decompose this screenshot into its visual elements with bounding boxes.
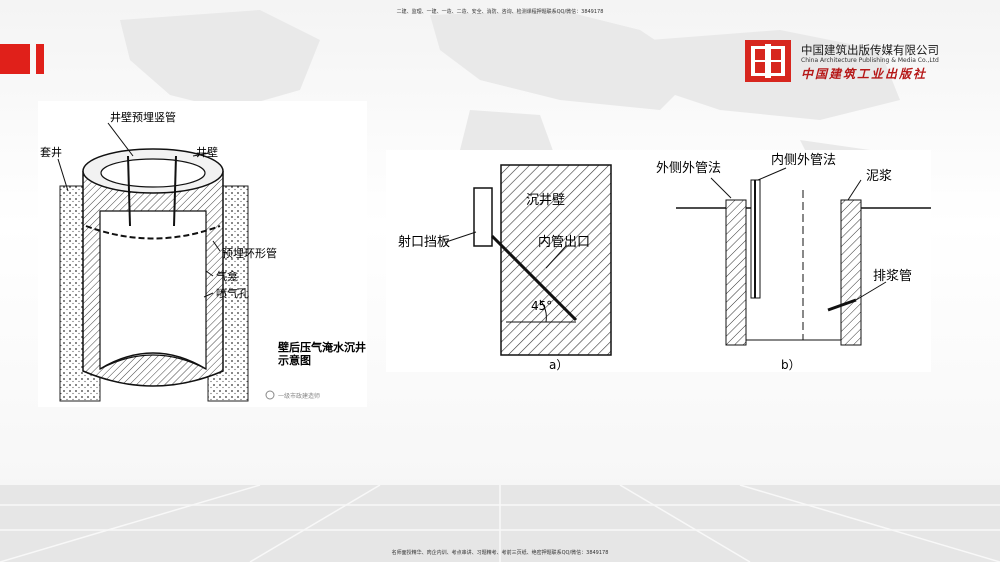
figure-caisson-air-injection: 井壁预埋竖管 套井 井壁 预埋环形管 气龛 喷气孔 壁后压气淹水沉井 示意图 一… xyxy=(38,101,367,407)
caption-line2: 示意图 xyxy=(277,353,311,367)
label-caisson-wall: 沉井壁 xyxy=(526,193,565,208)
floor-decoration xyxy=(0,485,1000,562)
figure-pipe-methods: 沉井壁 射口挡板 内管出口 45° a） 外侧外管法 内侧外管法 泥浆 排浆管 … xyxy=(386,150,931,372)
footer-note: 名师面授精华、肉企内训、考点串讲、习题精考、考前三页纸、绝密押题联系QQ/微信：… xyxy=(391,550,609,556)
label-inner-method: 内侧外管法 xyxy=(771,152,836,168)
watermark-text: 一级市政建造师 xyxy=(278,392,320,400)
label-air-hole: 喷气孔 xyxy=(216,286,249,300)
label-sleeve-well: 套井 xyxy=(40,145,62,159)
accent-bar xyxy=(0,44,30,74)
label-outer-method: 外侧外管法 xyxy=(656,161,721,176)
publisher-emblem-icon xyxy=(745,40,791,82)
label-angle: 45° xyxy=(531,299,552,313)
label-slurry: 泥浆 xyxy=(866,169,892,184)
header-note: 二建、监理、一建、一造、二造、安全、消防、咨询、检测课程押题联系QQ/微信：38… xyxy=(396,9,604,15)
label-inner-outlet: 内管出口 xyxy=(538,234,590,250)
accent-bar-thin xyxy=(36,44,44,74)
publisher-logo: 中国建筑出版传媒有限公司 China Architecture Publishi… xyxy=(745,40,995,86)
label-drain-pipe: 排浆管 xyxy=(873,269,912,284)
publisher-calligraphy: 中国建筑工业出版社 xyxy=(801,67,928,81)
label-air-niche: 气龛 xyxy=(216,269,238,283)
label-deflector: 射口挡板 xyxy=(398,234,450,250)
label-sub-a: a） xyxy=(549,358,568,372)
publisher-name-cn: 中国建筑出版传媒有限公司 xyxy=(801,43,939,57)
label-sub-b: b） xyxy=(781,358,801,372)
publisher-name-en: China Architecture Publishing & Media Co… xyxy=(801,57,939,64)
label-pipe-vertical: 井壁预埋竖管 xyxy=(110,110,176,124)
label-ring-pipe: 预埋环形管 xyxy=(222,246,277,260)
label-well-wall: 井壁 xyxy=(196,145,218,159)
caption-line1: 壁后压气淹水沉井 xyxy=(278,340,366,354)
